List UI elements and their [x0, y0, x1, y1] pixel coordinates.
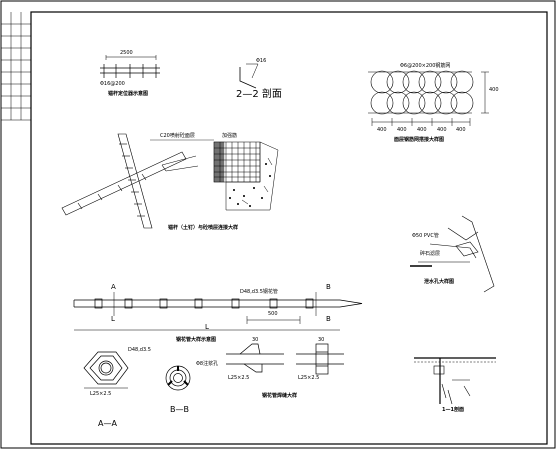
dim-400-a: 400	[377, 127, 387, 133]
shotcrete-section-drawing	[213, 141, 279, 211]
outer-frame	[0, 0, 556, 449]
callout-angle-b: L25×2.5	[228, 375, 250, 381]
title-weld-detail: 钢花管焊缝大样	[262, 393, 298, 399]
inner-frame	[30, 11, 548, 445]
callout-section-rebar: Φ16	[256, 58, 267, 64]
callout-strong-rebar: 加强筋	[222, 133, 238, 139]
callout-angle-c: L25×2.5	[298, 375, 320, 381]
callout-angle-a: L25×2.5	[90, 391, 112, 397]
callout-mesh-spec: Φ6@200×200钢筋网	[400, 63, 451, 69]
section-aa-drawing	[83, 351, 129, 389]
weld-detail-drawing	[226, 343, 344, 375]
title-mesh-detail: 面层钢筋网搭接大样图	[394, 137, 445, 143]
anchor-connection-drawing	[61, 133, 214, 229]
title-grout-pipe: 钢花管大样示意图	[176, 337, 217, 343]
callout-locator-rebar: Φ16@200	[100, 81, 125, 87]
title-section-22: 2—2 剖面	[236, 89, 282, 100]
callout-pipe-spec: D48,d3.5钢花管	[240, 289, 278, 295]
dim-500: 500	[268, 311, 278, 317]
marker-b-left: B	[326, 283, 331, 291]
title-drain-hole: 泄水孔大样图	[424, 279, 455, 285]
anchor-locator-drawing	[100, 55, 160, 78]
callout-hole-spec: Φ8注浆孔	[196, 361, 219, 367]
dim-400-b: 400	[397, 127, 407, 133]
callout-drain-pipe: Φ50 PVC管	[412, 233, 439, 239]
dim-400-c: 400	[417, 127, 427, 133]
title-block-strip	[1, 12, 31, 121]
section-22-drawing	[239, 63, 259, 89]
title-anchor-connection: 锚杆（土钉）与砼喷层连接大样	[168, 225, 239, 231]
dim-2500: 2500	[120, 50, 133, 56]
marker-a-left: A	[111, 283, 116, 291]
title-corner-detail: 1—1剖面	[442, 407, 464, 413]
dim-30-a: 30	[252, 337, 259, 343]
dim-30-b: 30	[318, 337, 325, 343]
dim-400-vertical: 400	[489, 87, 499, 93]
title-anchor-locator: 锚杆定位器示意图	[108, 91, 149, 97]
dim-400-e: 400	[456, 127, 466, 133]
dim-400-d: 400	[437, 127, 447, 133]
section-bb-drawing	[165, 365, 191, 391]
drain-hole-drawing	[410, 215, 495, 293]
grout-pipe-drawing	[73, 292, 363, 331]
corner-detail-drawing	[414, 357, 496, 405]
marker-b-right: B	[326, 315, 331, 323]
title-section-aa: A—A	[98, 419, 117, 428]
callout-shotcrete: C20喷射砼面层	[160, 133, 195, 139]
title-section-bb: B—B	[170, 405, 189, 414]
callout-filter: 碎石滤层	[420, 251, 441, 257]
marker-l-left: L	[111, 315, 115, 323]
callout-pipe-spec-b: D48,d3.5	[128, 347, 151, 353]
mesh-detail-drawing	[368, 70, 489, 126]
marker-l-mid: L	[205, 323, 209, 331]
